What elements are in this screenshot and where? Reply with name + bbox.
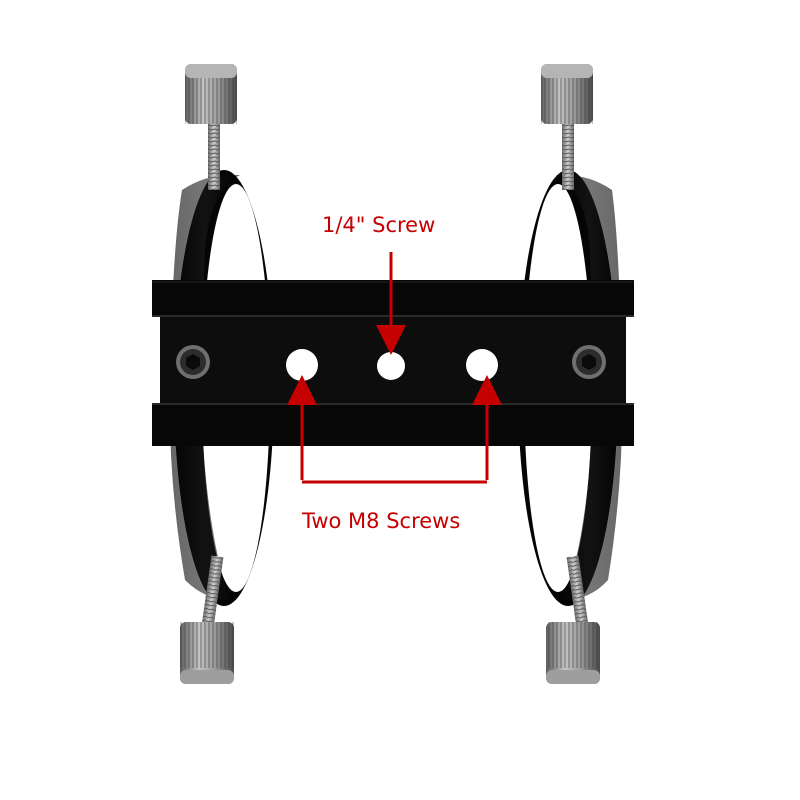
quarter-inch-screw-label: 1/4" Screw	[322, 213, 436, 237]
thumbscrew-bottom-left	[180, 555, 234, 684]
m8-hole-right	[466, 349, 498, 381]
hex-bolt-left	[176, 345, 210, 379]
hex-bolt-right	[572, 345, 606, 379]
quarter-inch-hole	[377, 352, 405, 380]
thumbscrew-bottom-right	[546, 555, 600, 684]
annotation-arrows	[287, 252, 502, 484]
thumbscrew-top-left	[185, 64, 237, 190]
m8-screws-label: Two M8 Screws	[302, 509, 461, 533]
thumbscrew-top-right	[541, 64, 593, 190]
m8-hole-left	[286, 349, 318, 381]
